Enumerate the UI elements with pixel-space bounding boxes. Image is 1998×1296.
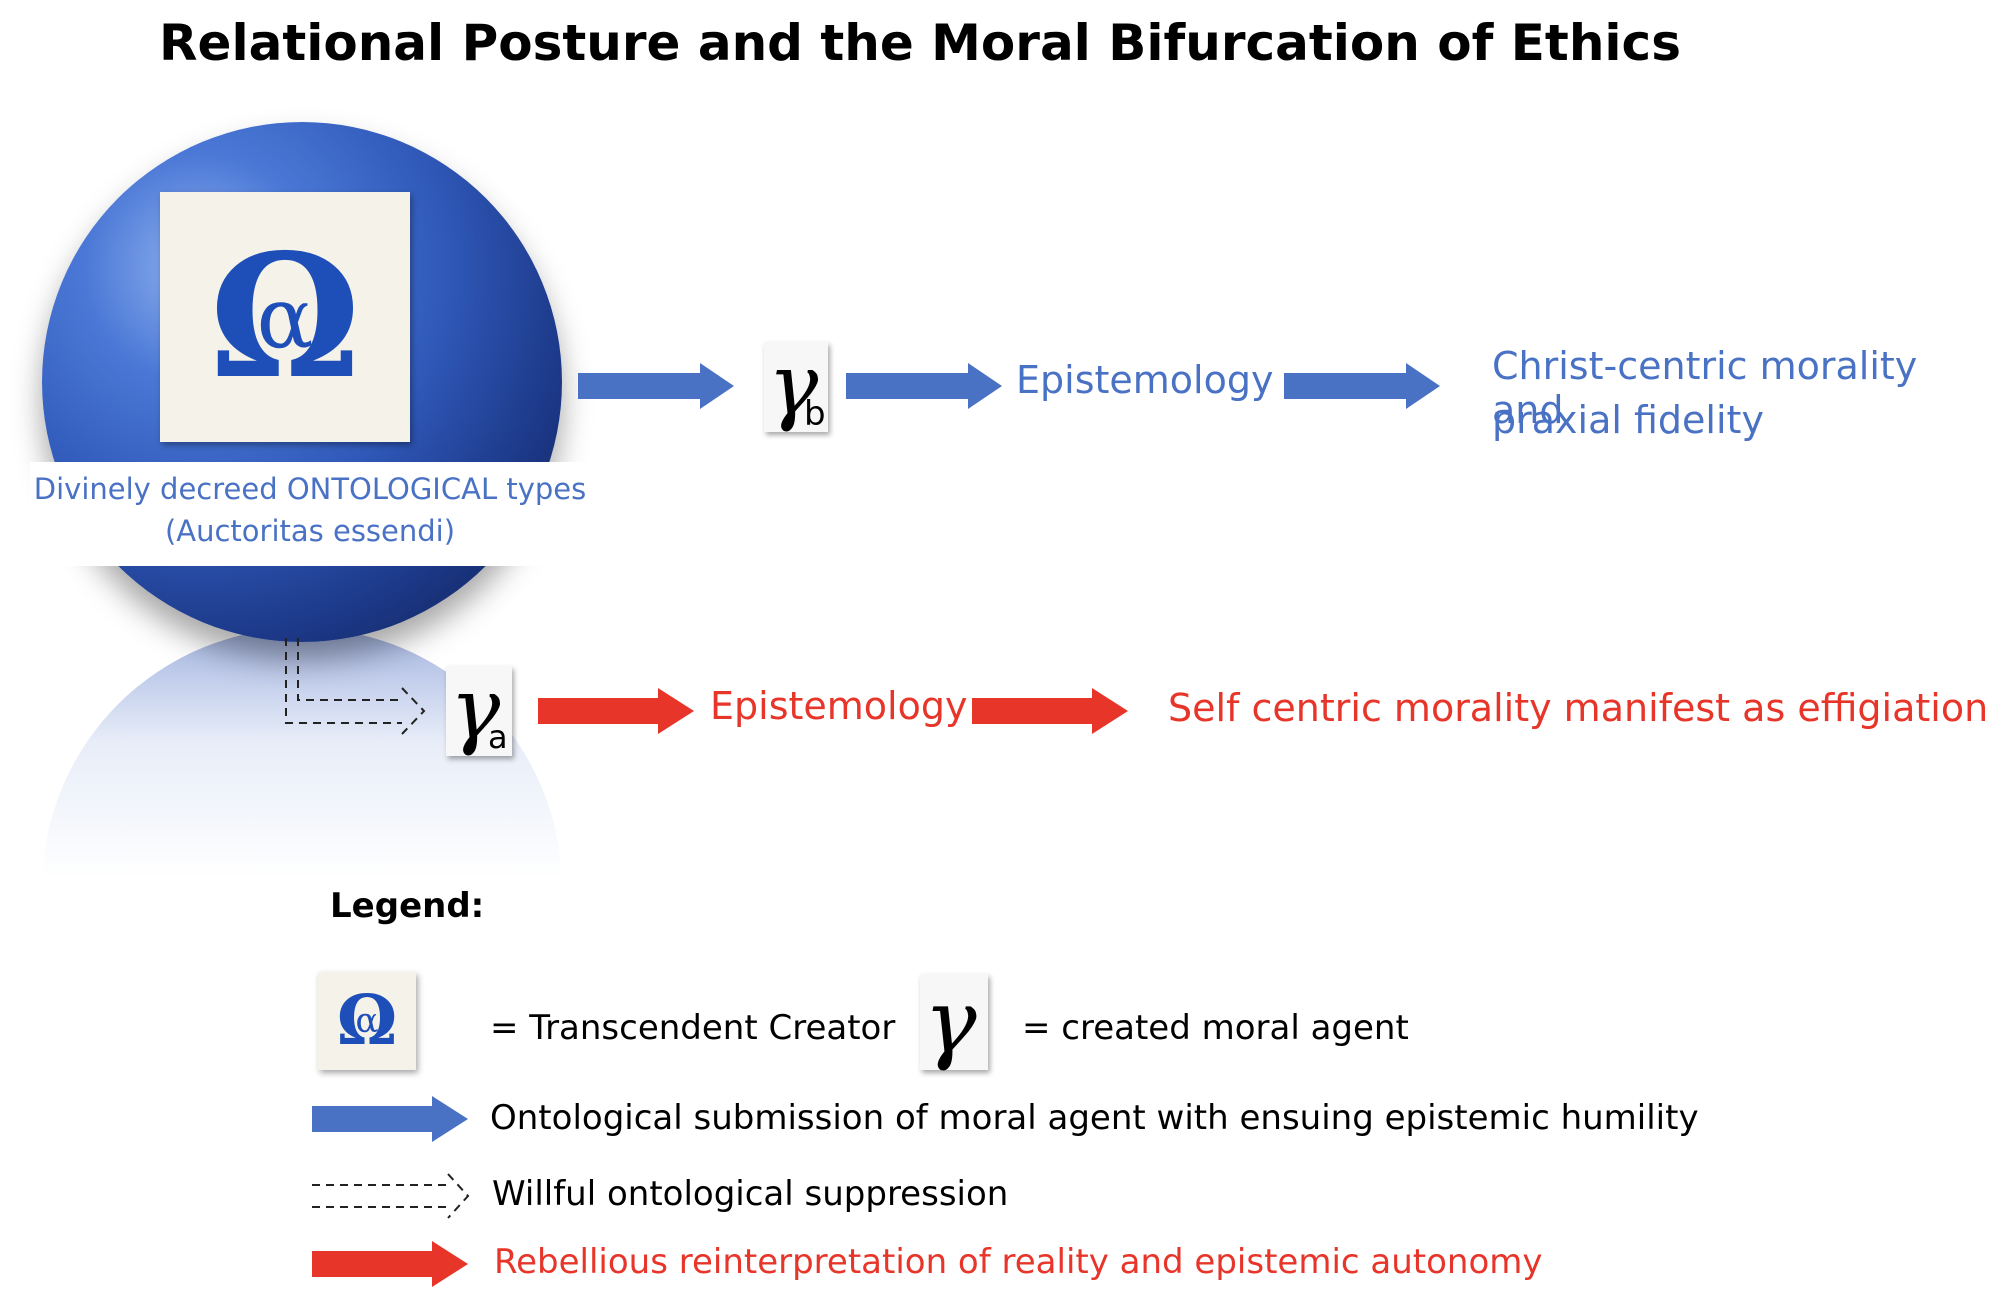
omega-glyph: Ω xyxy=(209,217,361,417)
blue-arrow-1 xyxy=(578,363,734,409)
legend-red-arrow-definition: Rebellious reinterpretation of reality a… xyxy=(494,1242,1543,1282)
alpha-glyph: α xyxy=(256,269,314,367)
blue-arrow-2 xyxy=(846,363,1002,409)
gamma-subscript: b xyxy=(804,394,826,434)
legend-blue-arrow-definition: Ontological submission of moral agent wi… xyxy=(490,1098,1699,1138)
gamma-subscript: a xyxy=(488,718,508,756)
legend-dashed-arrow xyxy=(312,1173,470,1219)
lower-outcome-label: Self centric morality manifest as effigi… xyxy=(1168,686,1989,730)
legend-agent-definition: = created moral agent xyxy=(1022,1008,1409,1048)
dashed-suppression-arrow xyxy=(285,638,426,735)
lower-epistemology-label: Epistemology xyxy=(710,684,968,728)
omega-glyph: Ω xyxy=(336,981,398,1061)
upper-epistemology-label: Epistemology xyxy=(1016,358,1274,402)
sphere-label-line2: (Auctoritas essendi) xyxy=(164,514,456,548)
red-arrow-1 xyxy=(538,688,694,734)
legend-omega-icon: Ω α xyxy=(318,972,416,1070)
red-arrow-2 xyxy=(972,688,1128,734)
creator-omega-icon: Ω α xyxy=(160,192,410,442)
legend-heading: Legend: xyxy=(330,886,485,926)
gamma-glyph: γ xyxy=(450,660,501,758)
gamma-glyph: γ xyxy=(924,970,977,1073)
legend-dashed-arrow-definition: Willful ontological suppression xyxy=(492,1174,1009,1214)
agent-gamma-a-icon: γ a xyxy=(446,660,512,758)
sphere-label-line1: Divinely decreed ONTOLOGICAL types xyxy=(33,472,587,506)
legend-gamma-icon: γ xyxy=(920,970,988,1073)
gamma-glyph: γ xyxy=(768,336,819,434)
agent-gamma-b-icon: γ b xyxy=(764,336,828,434)
legend-red-arrow xyxy=(312,1241,468,1287)
upper-outcome-line1: Christ-centric morality and xyxy=(1492,344,1918,432)
alpha-glyph: α xyxy=(355,1001,379,1041)
diagram-title: Relational Posture and the Moral Bifurca… xyxy=(159,14,1681,72)
legend-creator-definition: = Transcendent Creator xyxy=(490,1008,896,1048)
sphere-label-band xyxy=(30,462,590,566)
legend-blue-arrow xyxy=(312,1096,468,1142)
blue-arrow-3 xyxy=(1284,363,1440,409)
upper-outcome-line2: praxial fidelity xyxy=(1492,398,1764,442)
